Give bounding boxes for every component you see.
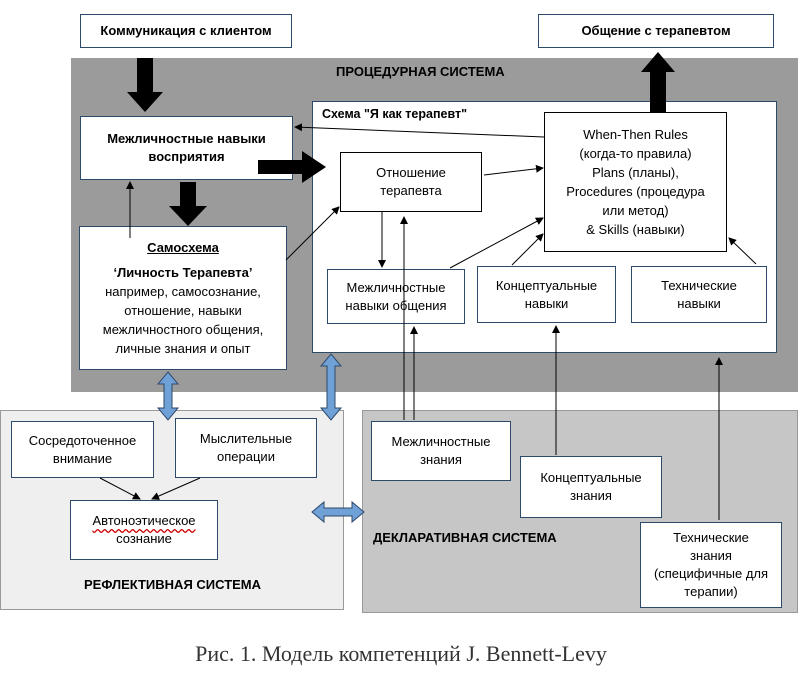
technical-knowledge-line-1: Технические [673, 530, 749, 545]
technical-skills-line-1: Технические [661, 277, 737, 293]
arrow-rules-to-perception [294, 123, 545, 138]
conceptual-knowledge-line-2: знания [570, 488, 612, 503]
client-communication-label: Коммуникация с клиентом [100, 23, 272, 38]
autonoetic-consciousness-box: Автоноэтическое сознание [70, 500, 218, 560]
arrow-attention-to-autonoetic [99, 477, 141, 500]
arrow-perception-to-self [169, 182, 207, 226]
technical-skills-box: Технические навыки [631, 266, 767, 323]
perception-skills-line-2: восприятия [148, 149, 225, 164]
focused-attention-line-1: Сосредоточенное [28, 432, 137, 448]
therapist-communication-box: Общение с терапевтом [538, 14, 774, 48]
double-arrow-scheme-reflective [319, 353, 343, 421]
conceptual-knowledge-box: Концептуальные знания [520, 456, 662, 518]
client-communication-box: Коммуникация с клиентом [80, 14, 292, 48]
self-scheme-box: Самосхема ‘Личность Терапевта’ например,… [79, 226, 287, 370]
double-arrow-self-reflective [156, 371, 180, 421]
rules-line-2: (когда-то правила) [579, 146, 692, 161]
rules-line-6: & Skills (навыки) [586, 222, 685, 237]
therapist-communication-label: Общение с терапевтом [581, 23, 731, 38]
technical-knowledge-line-2: знания [690, 548, 732, 563]
declarative-system-label: ДЕКЛАРАТИВНАЯ СИСТЕМА [373, 530, 557, 545]
mental-operations-line-1: Мыслительные [199, 431, 293, 446]
technical-knowledge-line-4: терапии) [684, 584, 738, 599]
rules-line-5: или метод) [602, 203, 669, 218]
arrow-technical-skills-to-rules [728, 237, 757, 265]
mental-operations-line-2: операции [217, 449, 275, 464]
perception-skills-line-1: Межличностные навыки [107, 131, 266, 146]
interpersonal-comm-skills-line-1: Межличностные [346, 279, 446, 295]
reflective-system-label: РЕФЛЕКТИВНАЯ СИСТЕМА [84, 577, 262, 592]
technical-knowledge-box: Технические знания (специфичные для тера… [640, 522, 782, 608]
self-scheme-line-1: ‘Личность Терапевта’ [113, 265, 253, 280]
self-scheme-line-3: отношение, навыки [124, 303, 242, 318]
conceptual-knowledge-line-1: Концептуальные [540, 470, 642, 485]
conceptual-skills-line-1: Концептуальные [495, 277, 598, 293]
arrow-scheme-to-therapist [641, 52, 675, 112]
focused-attention-box: Сосредоточенное внимание [11, 421, 154, 478]
self-scheme-line-5: личные знания и опыт [115, 341, 251, 356]
procedural-system-label: ПРОЦЕДУРНАЯ СИСТЕМА [336, 64, 505, 79]
focused-attention-line-2: внимание [52, 450, 113, 466]
arrow-perception-to-scheme [258, 151, 326, 183]
interpersonal-comm-skills-box: Межличностные навыки общения [327, 269, 465, 324]
figure-caption: Рис. 1. Модель компетенций J. Bennett-Le… [195, 641, 607, 666]
interpersonal-comm-skills-line-2: навыки общения [345, 297, 447, 313]
arrow-self-to-attitude [285, 206, 340, 261]
double-arrow-reflective-declarative [311, 500, 365, 524]
self-scheme-line-4: межличностного общения, [102, 322, 264, 337]
arrow-conceptual-skills-to-rules [511, 233, 544, 266]
therapist-attitude-box: Отношение терапевта [340, 152, 482, 212]
perception-skills-box: Межличностные навыки восприятия [80, 116, 293, 180]
conceptual-skills-line-2: навыки [524, 295, 569, 311]
technical-skills-line-2: навыки [677, 295, 721, 311]
therapist-attitude-line-1: Отношение [376, 165, 446, 180]
arrow-client-to-perception [127, 58, 163, 112]
rules-line-4: Procedures (процедура [566, 184, 705, 199]
autonoetic-consciousness-line-1: Автоноэтическое [92, 513, 196, 528]
self-scheme-line-2: например, самосознание, [105, 284, 261, 299]
conceptual-skills-box: Концептуальные навыки [477, 266, 616, 323]
interpersonal-knowledge-line-2: знания [420, 452, 462, 467]
self-scheme-title: Самосхема [147, 240, 219, 255]
arrow-comm-skills-to-rules [449, 217, 544, 269]
rules-box: When-Then Rules (когда-то правила) Plans… [544, 112, 727, 252]
arrow-operations-to-autonoetic [151, 477, 201, 500]
autonoetic-consciousness-line-2: сознание [116, 531, 172, 546]
interpersonal-knowledge-box: Межличностные знания [371, 421, 511, 481]
rules-line-1: When-Then Rules [583, 127, 688, 142]
therapist-scheme-title: Схема "Я как терапевт" [322, 107, 468, 121]
mental-operations-box: Мыслительные операции [175, 418, 317, 478]
interpersonal-knowledge-line-1: Межличностные [391, 434, 491, 449]
technical-knowledge-line-3: (специфичные для [653, 566, 769, 581]
arrow-attitude-to-rules [483, 164, 544, 176]
therapist-attitude-line-2: терапевта [380, 183, 442, 198]
rules-line-3: Plans (планы), [592, 165, 679, 180]
